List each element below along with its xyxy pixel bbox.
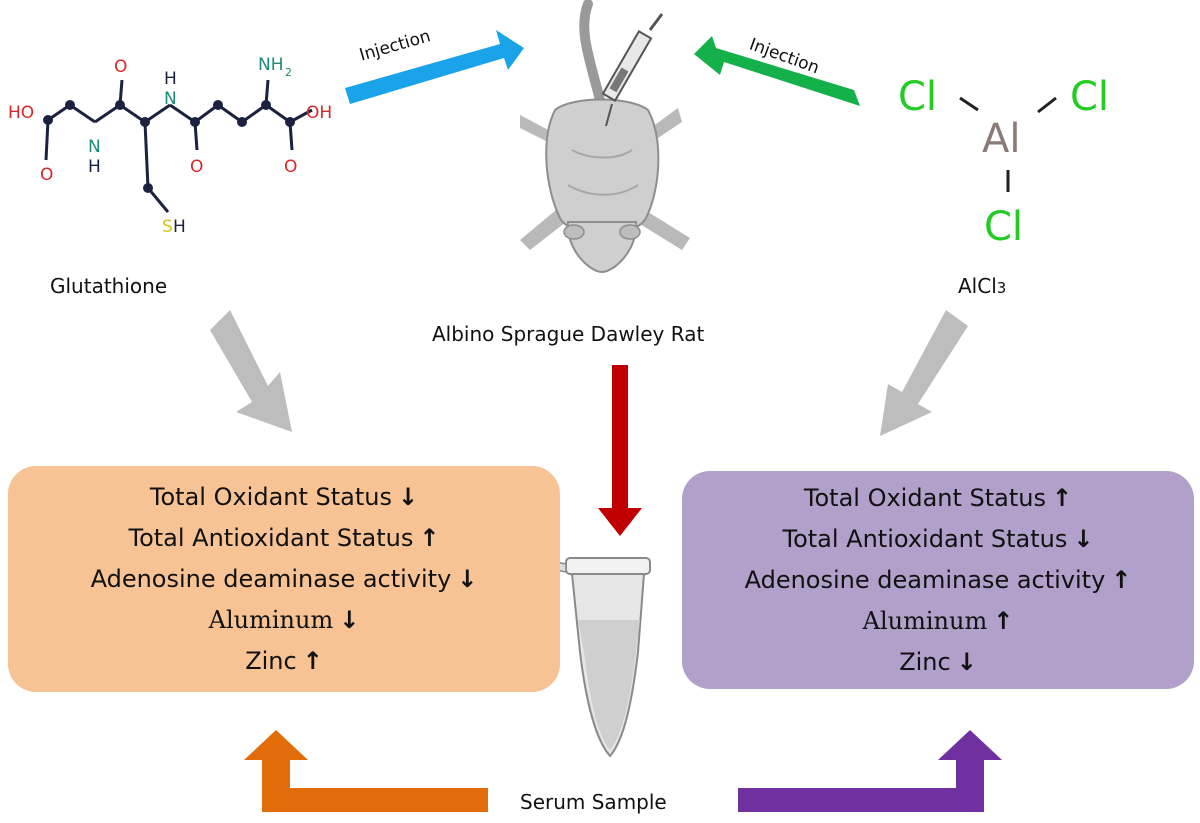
purple-elbow-arrow [738,730,1002,812]
item-text: Zinc [245,646,297,675]
right-item-zinc: Zinc↓ [899,642,977,683]
glutathione-label: Glutathione [50,274,168,298]
right-result-box: Total Oxidant Status↑ Total Antioxidant … [682,471,1194,689]
atom-node [213,100,223,110]
item-text: Adenosine deaminase activity [744,565,1106,594]
atom-label-sh-h: H [173,217,186,237]
left-item-total-antioxidant: Total Antioxidant Status↑ [129,518,440,559]
syringe-icon [601,13,664,127]
up-arrow-icon: ↑ [302,646,323,675]
down-arrow-icon: ↓ [1073,524,1094,553]
item-text: Total Oxidant Status [803,483,1046,512]
atom-label-h2: H [164,69,177,89]
serum-sample-label: Serum Sample [520,790,667,814]
item-text: Total Oxidant Status [149,482,392,511]
atom-label-cl-right: Cl [1070,74,1109,120]
red-arrow-down [598,365,642,536]
up-arrow-icon: ↑ [419,523,440,552]
atom-node [65,100,75,110]
glutathione-structure [44,79,313,213]
alcl3-structure: Cl Cl Al Cl [898,74,1109,250]
atom-label-cl-left: Cl [898,74,937,120]
right-item-total-antioxidant: Total Antioxidant Status↓ [783,519,1094,560]
left-item-aluminum: Aluminum↓ [209,600,360,641]
item-text: Total Antioxidant Status [128,523,414,552]
atom-node [140,117,150,127]
atom-label-oh: OH [306,103,332,123]
alcl3-label: AlCl3 [958,274,1006,298]
injection-arrow-left [345,30,524,104]
gray-arrow-right [880,310,968,436]
up-arrow-icon: ↑ [1052,483,1073,512]
atom-label-n2: N [164,89,177,109]
left-item-total-oxidant: Total Oxidant Status↓ [150,477,418,518]
alcl3-label-sub: 3 [996,279,1007,297]
atom-label-al: Al [982,116,1020,162]
atom-label-o2: O [114,57,127,77]
atom-node [143,183,153,193]
atom-label-n1: N [88,137,101,157]
rat-illustration [520,0,690,274]
atom-label-o5: O [284,157,297,177]
atom-label-o1: O [40,165,53,185]
injection-arrow-right [694,36,860,106]
item-text: Aluminum [208,605,334,634]
down-arrow-icon: ↓ [339,605,360,634]
atom-label-cl-bottom: Cl [984,204,1023,250]
atom-label-nh2: NH [258,55,284,75]
up-arrow-icon: ↑ [1111,565,1132,594]
right-item-aluminum: Aluminum↑ [863,601,1014,642]
atom-node [43,115,53,125]
down-arrow-icon: ↓ [457,564,478,593]
item-text: Zinc [899,647,951,676]
atom-label-nh2-sub: 2 [285,66,292,79]
glutathione-atoms [43,100,295,193]
item-text: Total Antioxidant Status [782,524,1068,553]
atom-label-ho: HO [8,103,34,123]
left-item-adenosine: Adenosine deaminase activity↓ [91,559,478,600]
atom-label-s: S [162,217,173,237]
up-arrow-icon: ↑ [993,606,1014,635]
atom-node [190,117,200,127]
item-text: Aluminum [862,606,988,635]
left-result-box: Total Oxidant Status↓ Total Antioxidant … [8,466,560,692]
down-arrow-icon: ↓ [398,482,419,511]
atom-node [115,100,125,110]
glutathione-atom-labels: HO O N H O H N O S H NH 2 OH O [8,55,332,237]
atom-label-h1: H [88,157,101,177]
atom-node [261,100,271,110]
down-arrow-icon: ↓ [956,647,977,676]
atom-label-o3: O [190,157,203,177]
rat-label: Albino Sprague Dawley Rat [432,322,705,346]
orange-elbow-arrow [244,730,488,812]
left-item-zinc: Zinc↑ [245,641,323,682]
right-item-total-oxidant: Total Oxidant Status↑ [804,478,1072,519]
right-item-adenosine: Adenosine deaminase activity↑ [745,560,1132,601]
gray-arrow-left [210,310,292,432]
alcl3-label-main: AlCl [958,274,997,298]
atom-node [237,117,247,127]
item-text: Adenosine deaminase activity [90,564,452,593]
atom-node [285,117,295,127]
tube-icon [555,557,651,758]
